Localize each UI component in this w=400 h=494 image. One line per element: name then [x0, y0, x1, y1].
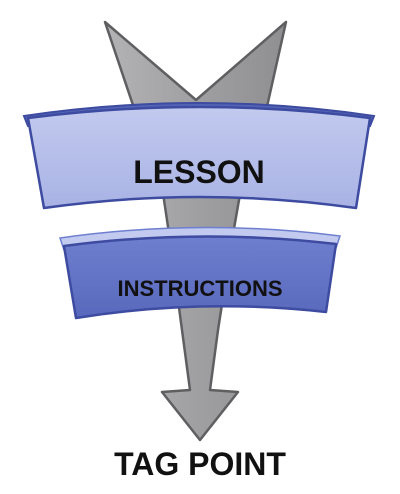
- top-band-label: LESSON: [133, 154, 265, 190]
- top-band: [26, 105, 372, 210]
- tag-point-label: TAG POINT: [114, 446, 286, 482]
- middle-band-label: INSTRUCTIONS: [118, 276, 283, 301]
- middle-band: [62, 235, 338, 320]
